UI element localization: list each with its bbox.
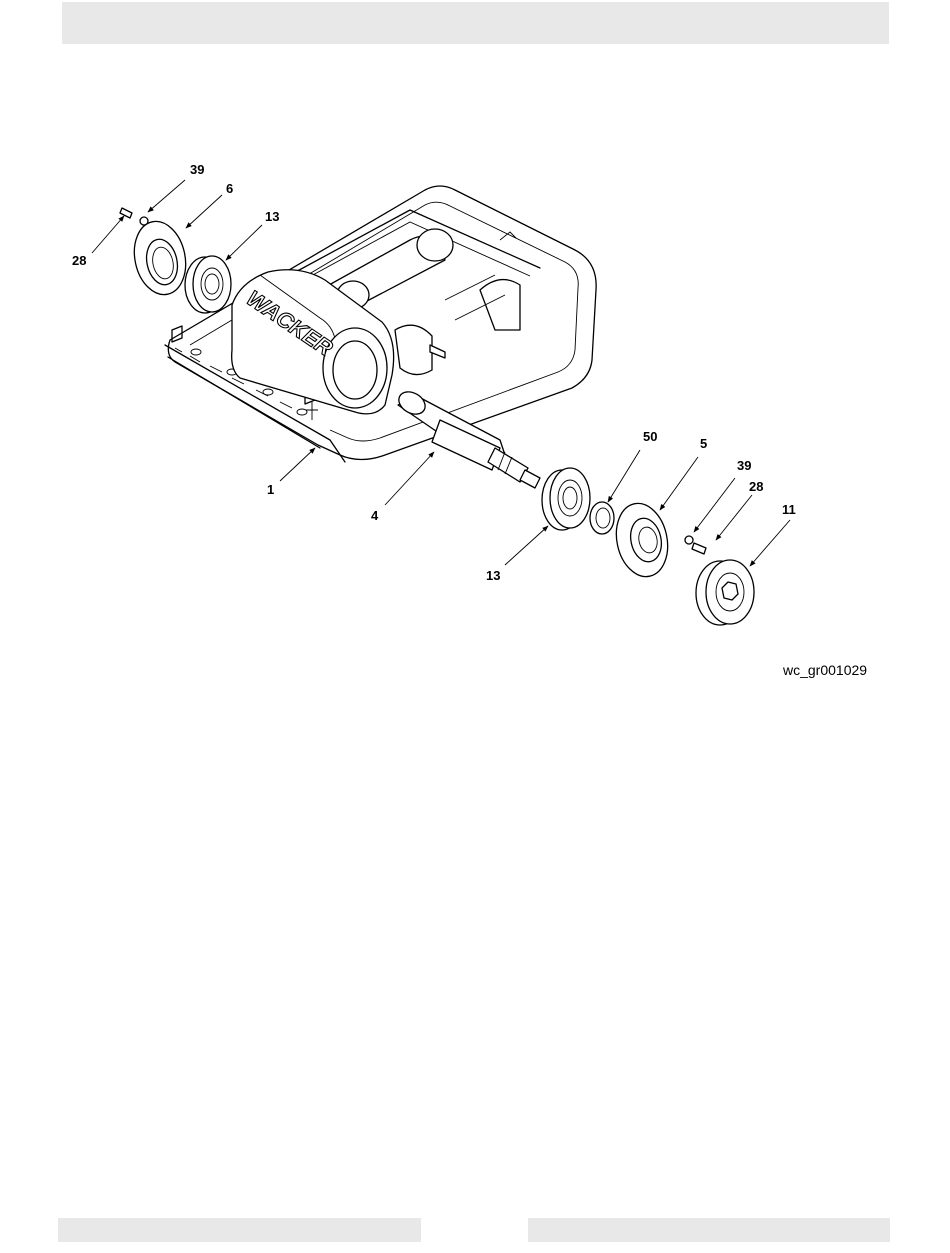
figure-id: wc_gr001029 xyxy=(783,662,867,678)
callout-13-left: 13 xyxy=(265,209,279,224)
callout-28-right: 28 xyxy=(749,479,763,494)
callout-13-right: 13 xyxy=(486,568,500,583)
callout-39-left: 39 xyxy=(190,162,204,177)
footer-bar-left xyxy=(58,1218,421,1242)
left-screw-washer xyxy=(120,208,148,225)
right-screw-washer xyxy=(685,536,706,554)
footer-bar-right xyxy=(528,1218,890,1242)
callout-11: 11 xyxy=(782,502,796,517)
callout-28-left: 28 xyxy=(72,253,86,268)
left-bearing-flange xyxy=(128,217,192,300)
callout-4: 4 xyxy=(371,508,379,523)
callout-5: 5 xyxy=(700,436,707,451)
callout-39-right: 39 xyxy=(737,458,751,473)
right-bearing-flange xyxy=(610,499,674,582)
spacer-ring xyxy=(590,502,614,534)
callout-1: 1 xyxy=(267,482,274,497)
callout-6: 6 xyxy=(226,181,233,196)
callout-50: 50 xyxy=(643,429,657,444)
pulley xyxy=(696,560,754,625)
exploded-parts-diagram: WACKER xyxy=(0,0,950,700)
left-bearing xyxy=(185,256,231,313)
right-bearing xyxy=(542,468,590,530)
